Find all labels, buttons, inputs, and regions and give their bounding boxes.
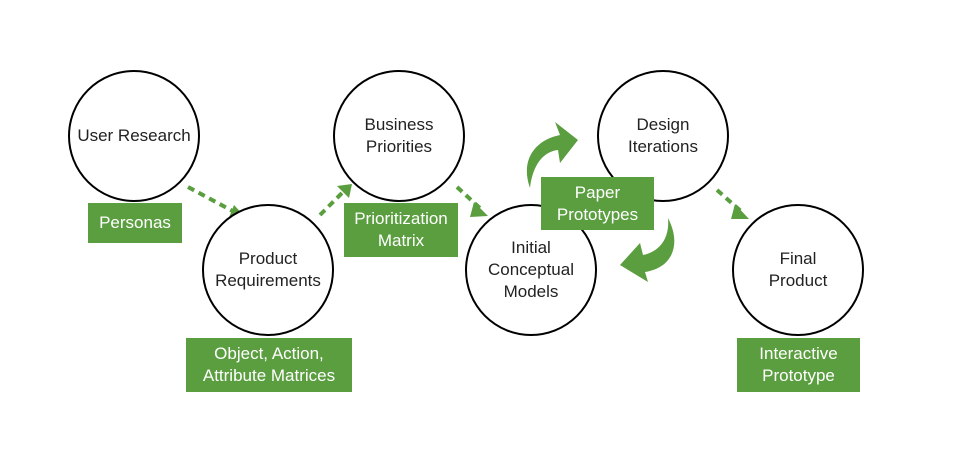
curved-arrow-to-initial-models-icon <box>620 218 675 282</box>
arrowhead-3 <box>470 202 488 217</box>
dashed-arrow-user-research-to-product-requirements <box>187 185 241 217</box>
arrowhead-2 <box>337 184 352 198</box>
artifact-object-action-attribute-matrices: Object, Action, Attribute Matrices <box>186 338 352 392</box>
dashed-arrow-product-requirements-to-business-priorities <box>318 188 347 217</box>
artifact-interactive-prototype: Interactive Prototype <box>737 338 860 392</box>
artifact-personas: Personas <box>88 203 182 243</box>
stage-user-research: User Research <box>68 70 200 202</box>
stage-label: Business Priorities <box>364 115 434 156</box>
artifact-paper-prototypes: Paper Prototypes <box>541 177 654 230</box>
stage-label: Initial Conceptual Models <box>487 238 574 301</box>
stage-label: User Research <box>77 126 191 145</box>
stage-product-requirements: Product Requirements <box>202 204 334 336</box>
arrowhead-4 <box>731 204 749 219</box>
stage-label: Final Product <box>768 249 828 290</box>
stage-business-priorities: Business Priorities <box>333 70 465 202</box>
stage-final-product: Final Product <box>732 204 864 336</box>
curved-arrow-to-design-iterations-icon <box>526 122 578 188</box>
stage-label: Design Iterations <box>628 115 698 156</box>
stage-label: Product Requirements <box>215 249 321 290</box>
artifact-prioritization-matrix: Prioritization Matrix <box>344 203 458 257</box>
